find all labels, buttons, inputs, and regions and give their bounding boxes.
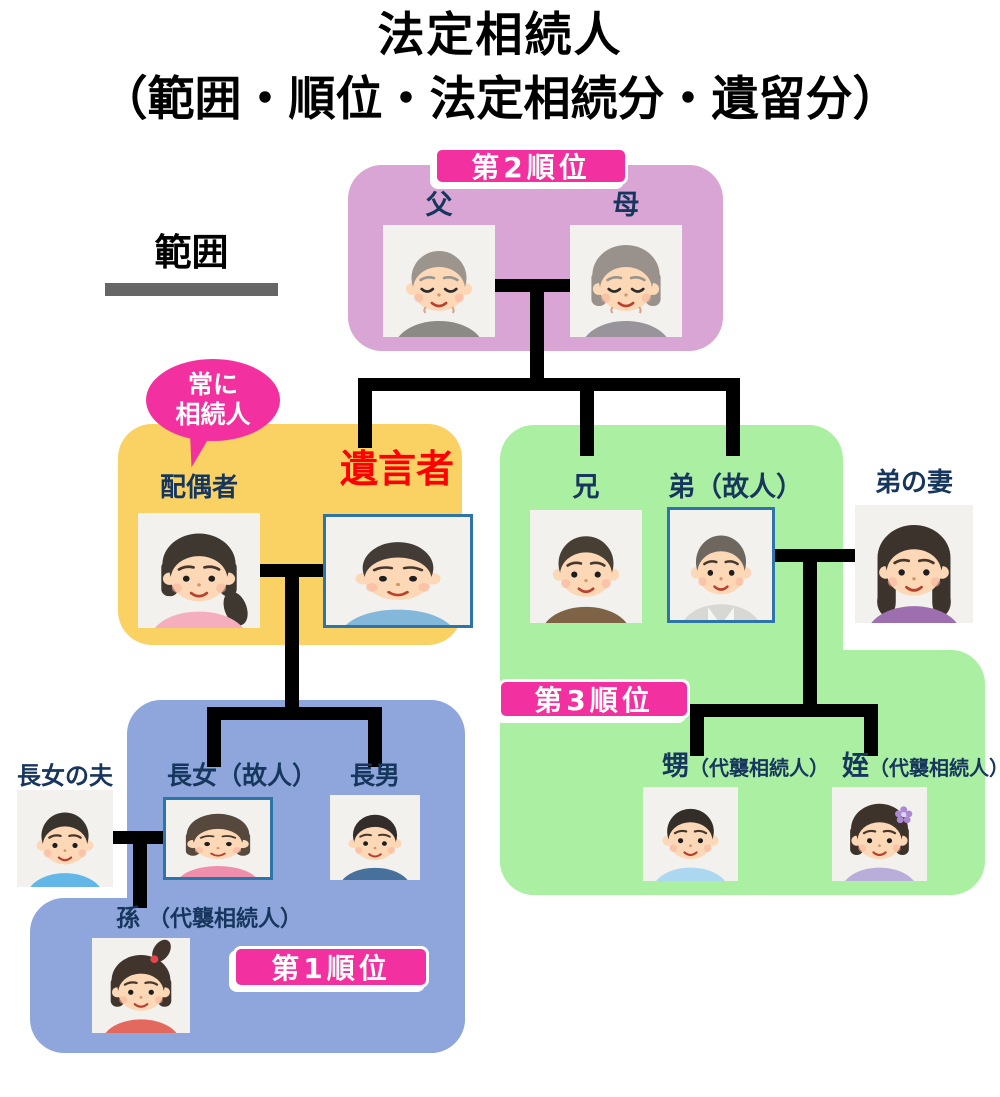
- younger-brother-label: 弟（故人）: [668, 472, 803, 503]
- grandchild-label: 孫 （代襲相続人）: [116, 904, 303, 932]
- daughters-husband-name: 長女の夫: [17, 762, 113, 790]
- brothers-wife-label: 弟の妻: [874, 468, 954, 498]
- tree-connector-line: [580, 378, 594, 456]
- rank2-badge: 第2順位: [434, 147, 628, 185]
- testator-label: 遺言者: [339, 447, 455, 491]
- niece-note: （代襲相続人）: [869, 756, 1000, 780]
- tree-connector-line: [864, 704, 878, 756]
- bubble-line2: 相続人: [175, 400, 251, 429]
- tree-connector-line: [690, 704, 704, 756]
- daughters-husband-label: 長女の夫: [17, 762, 113, 790]
- daughters-husband-portrait: [17, 790, 113, 887]
- always-heir-bubble: 常に 相続人: [146, 359, 280, 441]
- eldest-daughter-portrait: [163, 797, 273, 880]
- niece-portrait: [832, 787, 927, 881]
- tree-connector-line: [530, 279, 544, 391]
- tree-connector-line: [285, 564, 299, 720]
- eldest-son-name: 長男: [349, 761, 401, 790]
- younger-brother-portrait: [667, 507, 775, 623]
- eldest-daughter-name: 長女: [167, 761, 218, 790]
- page-title-line1: 法定相続人: [377, 8, 623, 63]
- spouse-label: 配偶者: [159, 473, 239, 503]
- tree-connector-line: [726, 378, 740, 456]
- brothers-wife-portrait: [855, 505, 973, 623]
- scope-underline: [105, 283, 278, 296]
- rank3-badge: 第3順位: [498, 679, 690, 719]
- tree-connector-line: [690, 704, 878, 717]
- grandchild-name: 孫: [116, 904, 140, 932]
- spouse-name: 配偶者: [159, 473, 239, 503]
- elder-brother-label: 兄: [572, 472, 600, 503]
- grandchild-portrait: [92, 938, 190, 1033]
- page-title: 法定相続人 （範囲・順位・法定相続分・遺留分）: [0, 8, 1000, 129]
- eldest-daughter-note: （故人）: [217, 761, 318, 790]
- elder-brother-portrait: [530, 510, 642, 623]
- tree-connector-line: [803, 549, 817, 717]
- eldest-daughter-label: 長女（故人）: [167, 761, 318, 790]
- brothers-wife-name: 弟の妻: [874, 468, 954, 498]
- younger-brother-name: 弟: [668, 472, 695, 503]
- tree-connector-line: [368, 707, 382, 767]
- nephew-label: 甥（代襲相続人）: [662, 751, 829, 782]
- mother-portrait: [570, 225, 682, 337]
- testator-portrait: [323, 514, 473, 628]
- eldest-son-label: 長男: [349, 761, 401, 790]
- rank1-badge: 第1順位: [233, 946, 429, 988]
- page-title-line2: （範囲・順位・法定相続分・遺留分）: [100, 72, 900, 128]
- father-portrait: [383, 225, 495, 337]
- tree-connector-line: [207, 707, 382, 720]
- bubble-line1: 常に: [187, 370, 238, 399]
- scope-label: 範囲: [154, 231, 229, 274]
- nephew-name: 甥: [662, 751, 689, 782]
- nephew-note: （代襲相続人）: [689, 756, 829, 780]
- spouse-portrait: [138, 513, 260, 628]
- father-label: 父: [425, 190, 453, 221]
- tree-connector-line: [207, 707, 221, 767]
- niece-label: 姪（代襲相続人）: [842, 751, 1000, 782]
- nephew-portrait: [643, 787, 738, 881]
- younger-brother-note: （故人）: [695, 472, 803, 503]
- tree-connector-line: [358, 378, 372, 448]
- elder-brother-name: 兄: [572, 472, 600, 503]
- eldest-son-portrait: [330, 795, 420, 880]
- grandchild-note: （代襲相続人）: [148, 907, 303, 932]
- tree-connector-line: [133, 831, 147, 908]
- testator-name: 遺言者: [339, 447, 455, 491]
- mother-name: 母: [612, 190, 640, 221]
- father-name: 父: [425, 190, 453, 221]
- scope-label-block: 範囲: [105, 222, 278, 296]
- niece-name: 姪: [842, 751, 869, 782]
- mother-label: 母: [612, 190, 640, 221]
- tree-connector-line: [358, 378, 740, 391]
